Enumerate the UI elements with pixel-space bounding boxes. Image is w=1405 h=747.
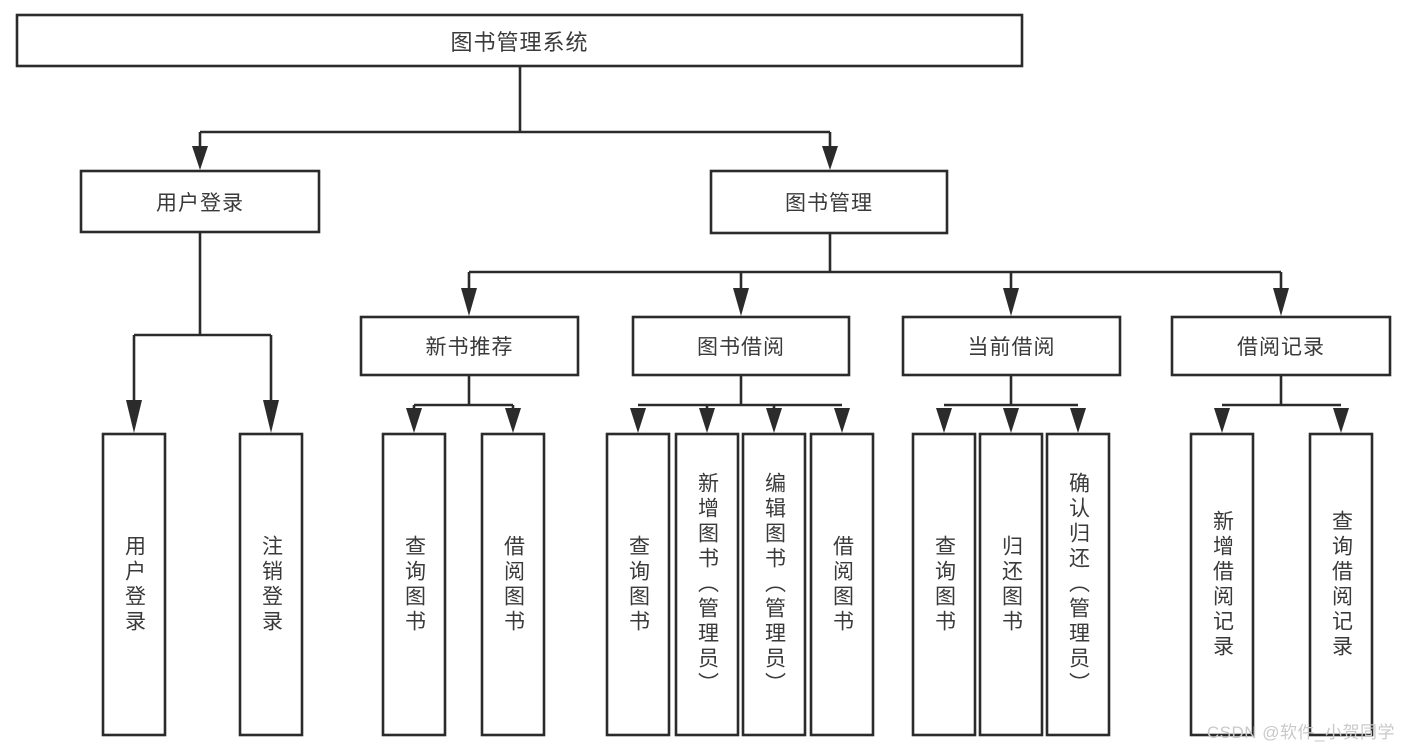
- arrow-head-borrow-record: [1273, 288, 1289, 316]
- node-user-login[interactable]: [79, 169, 321, 234]
- arrow-head-leaf-query-record: [1333, 408, 1349, 433]
- arrow-head-book-borrow: [733, 288, 749, 316]
- node-new-book-recommend[interactable]: [359, 315, 580, 377]
- node-leaf-user-logout[interactable]: [238, 432, 304, 737]
- node-leaf-borrow-book-2[interactable]: [809, 432, 875, 737]
- arrow-head-leaf-borrow-book-2: [834, 408, 850, 433]
- node-root[interactable]: [15, 13, 1024, 68]
- node-leaf-edit-book[interactable]: [741, 432, 807, 737]
- arrow-head-leaf-query-book-2: [630, 408, 646, 433]
- connector-layer: [126, 66, 1349, 433]
- node-leaf-query-book-1[interactable]: [381, 432, 447, 737]
- node-leaf-borrow-book-1[interactable]: [480, 432, 546, 737]
- arrow-head-new-book: [461, 288, 477, 316]
- arrow-head-leaf-query-book-1: [406, 408, 422, 433]
- node-leaf-add-book[interactable]: [674, 432, 740, 737]
- arrow-head-leaf-add-book: [699, 408, 715, 433]
- arrow-head-book-manage: [822, 146, 838, 170]
- arrow-head-user-login: [192, 146, 208, 170]
- arrow-head-leaf-confirm-return: [1070, 408, 1086, 433]
- node-leaf-user-login[interactable]: [101, 432, 167, 737]
- node-borrow-record[interactable]: [1170, 315, 1392, 377]
- node-leaf-query-book-2[interactable]: [605, 432, 671, 737]
- node-layer: [15, 13, 1392, 737]
- arrow-head-leaf-borrow-book-1: [505, 408, 521, 433]
- node-leaf-return-book[interactable]: [978, 432, 1044, 737]
- arrow-head-leaf-edit-book: [766, 408, 782, 433]
- arrow-head-leaf-user-login: [126, 400, 142, 433]
- watermark-text: CSDN @软件_小贺同学: [1206, 723, 1395, 742]
- node-book-borrow[interactable]: [631, 315, 851, 377]
- arrow-head-leaf-return-book: [1003, 408, 1019, 433]
- node-book-manage[interactable]: [709, 169, 949, 235]
- node-leaf-query-book-3[interactable]: [911, 432, 977, 737]
- node-leaf-query-record[interactable]: [1308, 432, 1374, 737]
- arrow-head-leaf-user-logout: [263, 400, 279, 433]
- node-leaf-add-record[interactable]: [1189, 432, 1255, 737]
- arrow-head-current-borrow: [1003, 288, 1019, 316]
- node-leaf-confirm-return[interactable]: [1045, 432, 1111, 737]
- arrow-head-leaf-query-book-3: [936, 408, 952, 433]
- arrow-head-leaf-add-record: [1214, 408, 1230, 433]
- node-current-borrow[interactable]: [901, 315, 1122, 377]
